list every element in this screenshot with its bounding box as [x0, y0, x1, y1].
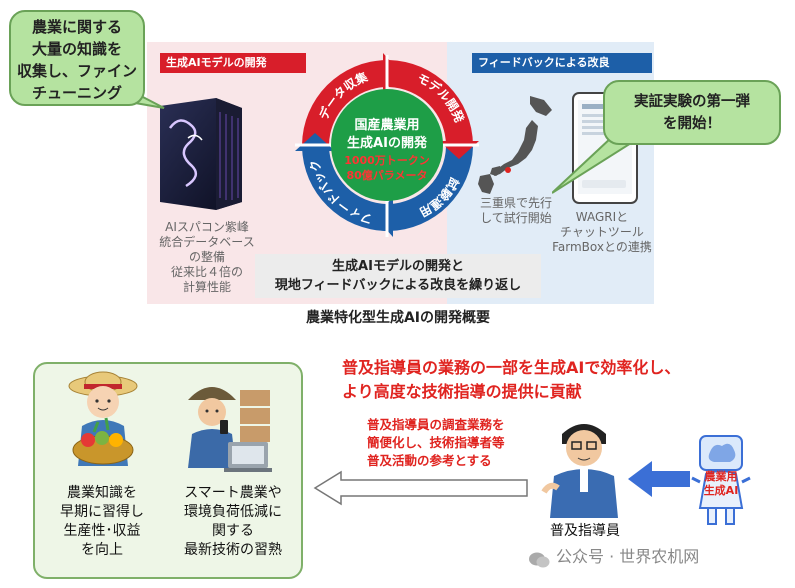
agri-ai-robot-illustration — [691, 435, 751, 525]
japan-map — [478, 96, 552, 194]
mie-trial-description: 三重県で先行 して試行開始 — [479, 196, 552, 225]
feedback-improvement-tag: フィードバックによる改良 — [472, 53, 652, 73]
wechat-watermark: 公众号 · 世界农机网 — [528, 542, 790, 572]
cycle-center — [331, 89, 443, 201]
development-cycle-diagram: 国産農業用 生成AIの開発 1000万トークン 80億パラメータ データ収集 モ… — [295, 53, 479, 237]
watermark-text: 公众号 · 世界农机网 — [556, 547, 700, 566]
knowledge-collection-bubble: 農業に関する 大量の知識を 収集し、ファイン チューニング — [9, 10, 145, 106]
cycle-sub-line2: 80億パラメータ — [347, 168, 428, 182]
farmer-with-smartphone-illustration — [188, 387, 272, 472]
blue-arrow — [628, 461, 690, 497]
first-trial-bubble: 実証実験の第一弾 を開始！ — [603, 80, 781, 145]
left-arrow — [313, 470, 528, 506]
farmer-right-benefit: スマート農業や 環境負荷低減に 関する 最新技術の習熟 — [184, 485, 282, 558]
cycle-title-line1: 国産農業用 — [354, 117, 419, 133]
iteration-note: 生成AIモデルの開発と 現地フィードバックによる改良を繰り返し — [255, 254, 541, 298]
cycle-sub-line1: 1000万トークン — [344, 154, 430, 167]
advisor-efficiency-headline: 普及指導員の業務の一部を生成AIで効率化し、 より高度な技術指導の提供に貢献 — [342, 358, 681, 401]
ai-model-development-tag: 生成AIモデルの開発 — [160, 53, 306, 73]
cycle-title-line2: 生成AIの開発 — [347, 135, 428, 151]
advisor-label: 普及指導員 — [550, 523, 620, 539]
farmer-left-benefit: 農業知識を 早期に習得し 生産性･収益 を向上 — [60, 485, 144, 558]
farmer-with-vegetables-illustration — [68, 371, 138, 466]
agri-ai-badge: 農業用 生成AI — [703, 470, 739, 497]
wechat-icon — [528, 549, 550, 567]
extension-advisor-illustration — [541, 424, 618, 518]
supercomputer-description: AIスパコン紫峰 統合データベース の整備 従来比４倍の 計算性能 — [159, 220, 255, 294]
advisor-task-description: 普及指導員の調査業務を 簡便化し、技術指導者等 普及活動の参考とする — [367, 417, 505, 468]
overview-caption: 農業特化型生成AIの開発概要 — [305, 310, 491, 326]
supercomputer-image — [160, 98, 242, 210]
wagri-farmbox-description: WAGRIと チャットツール FarmBoxとの連携 — [552, 210, 652, 254]
mie-marker — [505, 167, 511, 173]
